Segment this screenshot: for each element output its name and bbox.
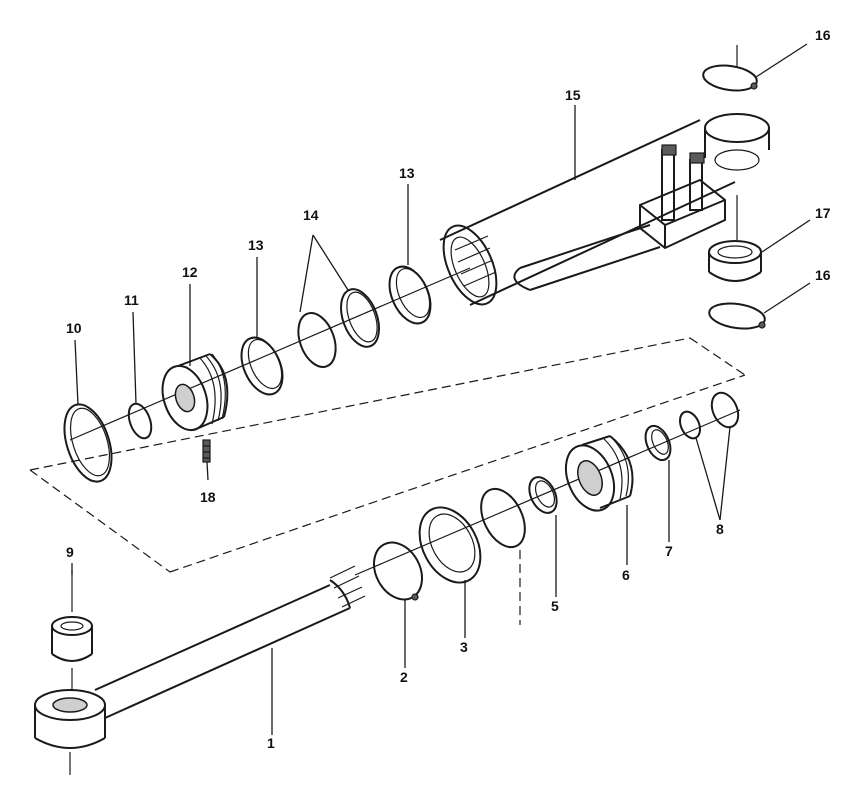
wear-ring-left xyxy=(240,336,284,396)
piston-seal-outer xyxy=(340,288,380,348)
cylinder-head xyxy=(564,435,634,512)
rod-eye-bushing xyxy=(51,570,93,690)
callout-18: 18 xyxy=(200,489,216,505)
cylinder-barrel xyxy=(439,113,770,306)
head-o-ring-large xyxy=(710,391,740,429)
upper-centerline xyxy=(69,267,471,441)
leader-lines xyxy=(71,43,811,735)
rod-o-ring xyxy=(480,487,526,625)
rod-wiper xyxy=(418,506,482,584)
set-screw xyxy=(202,439,211,463)
callout-9: 9 xyxy=(66,544,74,560)
callout-3: 3 xyxy=(460,639,468,655)
callout-14: 14 xyxy=(303,207,319,223)
backup-ring xyxy=(644,424,672,462)
head-o-ring-small xyxy=(678,410,702,440)
wear-ring-right xyxy=(388,265,432,325)
callout-7: 7 xyxy=(665,543,673,559)
callout-5: 5 xyxy=(551,598,559,614)
callout-1: 1 xyxy=(267,735,275,751)
callout-2: 2 xyxy=(400,669,408,685)
rod-seal xyxy=(528,476,558,514)
callout-11: 11 xyxy=(124,292,139,308)
lower-centerline xyxy=(354,409,741,576)
lock-ring xyxy=(63,403,113,483)
callout-labels: 16 15 13 14 17 13 12 16 11 10 18 8 9 7 6… xyxy=(66,27,831,751)
snap-ring-bottom xyxy=(708,302,766,330)
callout-17: 17 xyxy=(815,205,831,221)
piston xyxy=(161,353,229,432)
callout-10: 10 xyxy=(66,320,82,336)
retaining-ring xyxy=(127,402,153,440)
callout-16-bottom: 16 xyxy=(815,267,831,283)
callout-16-top: 16 xyxy=(815,27,831,43)
callout-12: 12 xyxy=(182,264,198,280)
callout-13-right: 13 xyxy=(399,165,415,181)
rod-snap-ring xyxy=(373,541,423,601)
callout-13-left: 13 xyxy=(248,237,264,253)
callout-15: 15 xyxy=(565,87,581,103)
piston-seal-inner xyxy=(297,312,337,368)
piston-rod xyxy=(34,565,366,775)
bushing xyxy=(708,195,762,282)
callout-8: 8 xyxy=(716,521,724,537)
callout-6: 6 xyxy=(622,567,630,583)
exploded-view-boundary xyxy=(29,337,746,573)
snap-ring-top xyxy=(702,45,758,92)
